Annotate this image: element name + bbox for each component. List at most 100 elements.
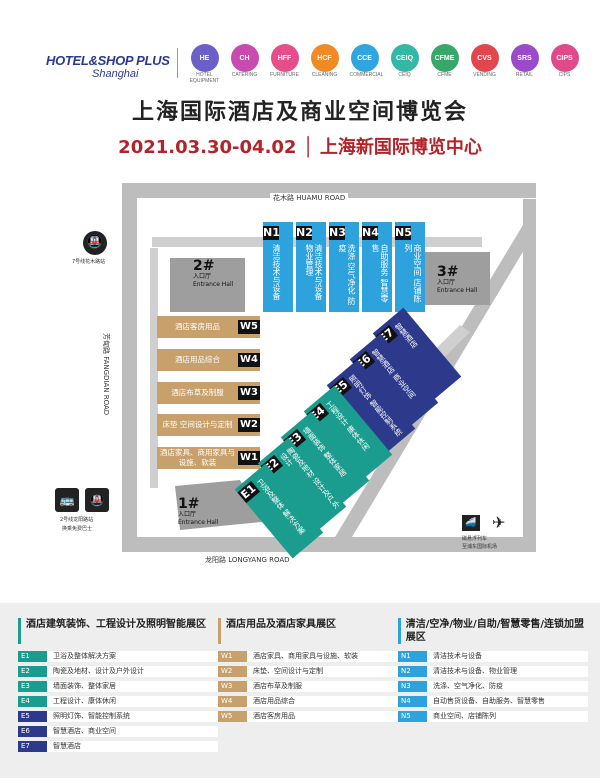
legend-text: 酒店家具、商用家具与设施、软装 xyxy=(247,651,403,662)
legend-text: 酒店布草及制服 xyxy=(247,681,403,692)
hall-code: W1 xyxy=(238,451,260,465)
hall-description: 自助服务 智慧零售 xyxy=(371,244,389,303)
legend-text: 清洁技术与设备、物业管理 xyxy=(427,666,588,677)
legend-code: W5 xyxy=(218,711,247,722)
brand-badge-circle: CIPS xyxy=(550,44,579,72)
legend-text: 墙面装饰、整体家居 xyxy=(47,681,218,692)
legend-header: 清洁/空净/物业/自助/智慧零售/连锁加盟展区 xyxy=(398,618,588,644)
entrance-label-en: Entrance Hall xyxy=(437,287,478,294)
brand-badge-caption: CEIQ xyxy=(398,72,411,78)
legend-accent-bar xyxy=(18,618,21,644)
brand-badge-circle: CVS xyxy=(470,44,499,72)
legend-code: N5 xyxy=(398,711,427,722)
legend-code: E7 xyxy=(18,741,47,752)
hall-code: N5 xyxy=(395,226,412,240)
brand-badge-circle: SRS xyxy=(510,44,539,72)
metro-icon: 🚇 xyxy=(83,231,107,255)
brand-badge-caption: CFME xyxy=(437,72,452,78)
connector-left xyxy=(150,248,158,488)
brand-badge-caption: VENDING xyxy=(473,72,496,78)
hall-code: W5 xyxy=(238,320,260,334)
hall-n1[interactable]: N1 清洁技术与设备 xyxy=(263,222,293,312)
bus-icon: 🚌 xyxy=(55,488,79,512)
legend-text: 陶瓷及地材、设计及户外设计 xyxy=(47,666,218,677)
hall-code: N1 xyxy=(263,226,280,240)
legend-heading: 酒店用品及酒店家具展区 xyxy=(226,619,336,630)
fangdian-road-label: 芳甸路 FANGDIAN ROAD xyxy=(101,330,111,419)
hall-description: 酒店客房用品 xyxy=(175,322,220,331)
hall-w5[interactable]: 酒店客房用品 W5 xyxy=(157,316,260,338)
legend-code: W2 xyxy=(218,666,247,677)
hall-code: W4 xyxy=(238,353,260,367)
brand-badge-circle: HE xyxy=(190,44,219,72)
entrance-hall-2-building xyxy=(170,258,245,312)
metro-icon: 🚇 xyxy=(85,488,109,512)
logo-divider xyxy=(177,48,178,78)
hall-code: W2 xyxy=(238,418,260,432)
metro-left-label: 2号线龙阳路站 xyxy=(60,517,94,523)
brand-badge-caption: RETAIL xyxy=(515,72,534,78)
metro-top-label: 7号线花木路站 xyxy=(72,259,106,265)
hall-code: N2 xyxy=(296,226,313,240)
legend-text: 酒店用品综合 xyxy=(247,696,403,707)
entrance-label: 入口厅 xyxy=(437,279,456,286)
bus-left-label: 换乘免费巴士 xyxy=(62,526,93,532)
legend-accent-bar xyxy=(398,618,401,644)
airplane-icon: ✈ xyxy=(492,513,506,532)
entrance-label: 入口厅 xyxy=(178,511,197,518)
hall-code: W3 xyxy=(238,386,260,400)
brand-badge-circle: CEIQ xyxy=(390,44,419,72)
brand-badge-caption: CIPS xyxy=(558,72,571,78)
brand-logo-city: Shanghai xyxy=(92,68,139,80)
legend-text: 商业空间、店铺陈列 xyxy=(427,711,588,722)
brand-badge-caption: COMMERCIAL xyxy=(349,72,384,78)
legend-code: E3 xyxy=(18,681,47,692)
hall-description: 清洁技术与设备 xyxy=(272,244,281,300)
entrance-label-en: Entrance Hall xyxy=(178,519,219,526)
legend-code: E6 xyxy=(18,726,47,737)
legend-text: 酒店客房用品 xyxy=(247,711,403,722)
legend-code: E2 xyxy=(18,666,47,677)
legend-text: 自动售货设备、自助服务、智慧零售 xyxy=(427,696,588,707)
page-subtitle: 2021.03.30-04.02 │ 上海新国际博览中心 xyxy=(118,137,482,158)
legend-text: 工程设计、康体休闲 xyxy=(47,696,218,707)
page-title: 上海国际酒店及商业空间博览会 xyxy=(131,100,468,125)
legend-code: N3 xyxy=(398,681,427,692)
legend-code: N4 xyxy=(398,696,427,707)
legend-code: W4 xyxy=(218,696,247,707)
legend-accent-bar xyxy=(218,618,221,644)
legend-code: E4 xyxy=(18,696,47,707)
entrance-hall-3-building xyxy=(425,252,490,305)
entrance-number: 1# xyxy=(178,496,200,512)
